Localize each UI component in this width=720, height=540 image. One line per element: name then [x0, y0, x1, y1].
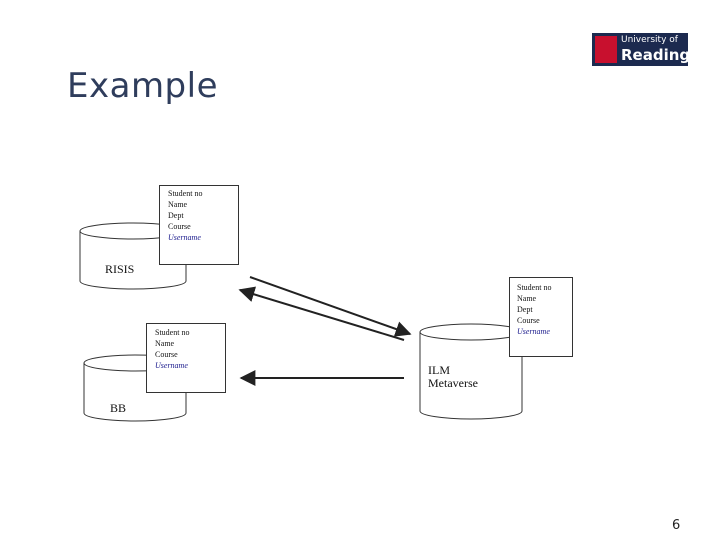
bb-field-student-no: Student no [155, 328, 190, 337]
risis-field-username: Username [168, 233, 201, 242]
risis-field-name: Name [168, 200, 188, 209]
crest-icon [595, 36, 617, 63]
ilm-field-name: Name [517, 294, 537, 303]
bb-field-username: Username [155, 361, 188, 370]
page-number: 6 [672, 518, 681, 533]
ilm-fields-box: Student no Name Dept Course Username [509, 277, 573, 357]
risis-fields-box: Student no Name Dept Course Username [159, 185, 239, 265]
risis-label: RISIS [105, 262, 135, 276]
university-logo: University of Reading [592, 33, 691, 66]
arrow-risis-to-ilm [249, 276, 412, 337]
bb-field-name: Name [155, 339, 175, 348]
risis-field-dept: Dept [168, 211, 184, 220]
ilm-database-cylinder [419, 323, 523, 420]
ilm-field-username: Username [517, 327, 550, 336]
ilm-field-course: Course [517, 316, 540, 325]
logo-line-2: Reading [621, 46, 691, 64]
risis-field-course: Course [168, 222, 191, 231]
bb-field-course: Course [155, 350, 178, 359]
ilm-field-dept: Dept [517, 305, 533, 314]
logo-line-1: University of [621, 35, 678, 45]
risis-field-student-no: Student no [168, 189, 203, 198]
bb-label: BB [110, 401, 127, 415]
arrow-ilm-to-risis [238, 286, 405, 341]
bb-fields-box: Student no Name Course Username [146, 323, 226, 393]
ilm-field-student-no: Student no [517, 283, 552, 292]
slide-title: Example [67, 66, 219, 106]
ilm-label-line-1: ILM [428, 363, 450, 377]
ilm-label-line-2: Metaverse [428, 376, 478, 390]
